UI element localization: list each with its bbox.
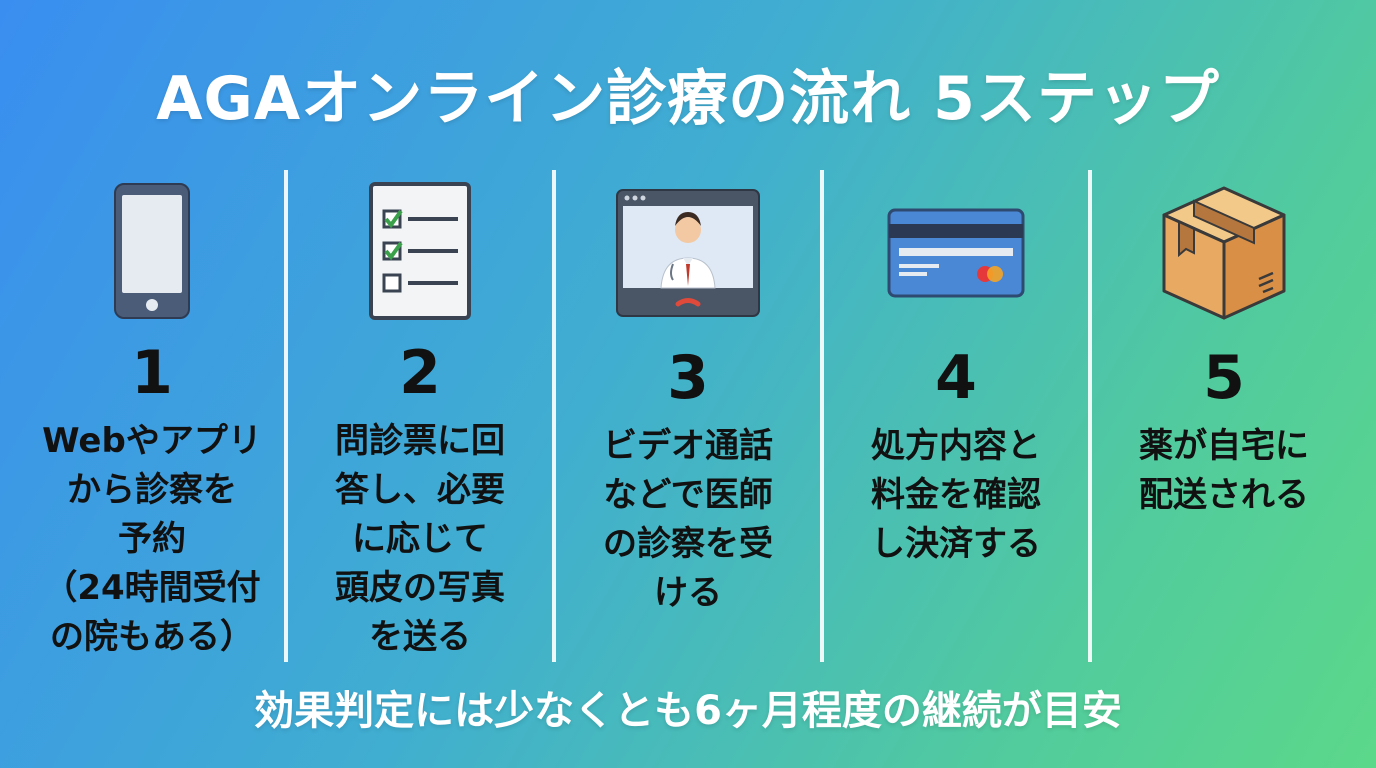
- step-1-text: Webやアプリ から診察を 予約 （24時間受付 の院もある）: [42, 421, 262, 657]
- step-2: 2 問診票に回 答し、必要 に応じて 頭皮の写真 を送る: [284, 170, 552, 662]
- step-3-text: ビデオ通話 などで医師 の診察を受 ける: [603, 426, 773, 613]
- step-1-number: 1: [131, 338, 173, 408]
- page-title: AGAオンライン診療の流れ 5ステップ: [156, 64, 1220, 134]
- step-2-number: 2: [399, 338, 441, 408]
- step-4-number: 4: [935, 343, 977, 413]
- video-call-doctor-icon: [613, 178, 763, 328]
- step-2-text: 問診票に回 答し、必要 に応じて 頭皮の写真 を送る: [335, 421, 505, 657]
- step-4-text: 処方内容と 料金を確認 し決済する: [871, 426, 1041, 564]
- step-3: 3 ビデオ通話 などで医師 の診察を受 ける: [552, 170, 820, 662]
- step-5-text: 薬が自宅に 配送される: [1139, 426, 1309, 515]
- step-5: 5 薬が自宅に 配送される: [1088, 170, 1356, 662]
- steps-row: 1 Webやアプリ から診察を 予約 （24時間受付 の院もある） 2: [20, 170, 1356, 662]
- step-3-number: 3: [667, 343, 709, 413]
- smartphone-icon: [77, 178, 227, 323]
- step-5-number: 5: [1203, 343, 1245, 413]
- footer-note: 効果判定には少なくとも6ヶ月程度の継続が目安: [254, 688, 1122, 734]
- step-1: 1 Webやアプリ から診察を 予約 （24時間受付 の院もある）: [20, 170, 284, 662]
- credit-card-icon: [881, 178, 1031, 328]
- step-4: 4 処方内容と 料金を確認 し決済する: [820, 170, 1088, 662]
- package-box-icon: [1149, 178, 1299, 328]
- checklist-icon: [345, 178, 495, 323]
